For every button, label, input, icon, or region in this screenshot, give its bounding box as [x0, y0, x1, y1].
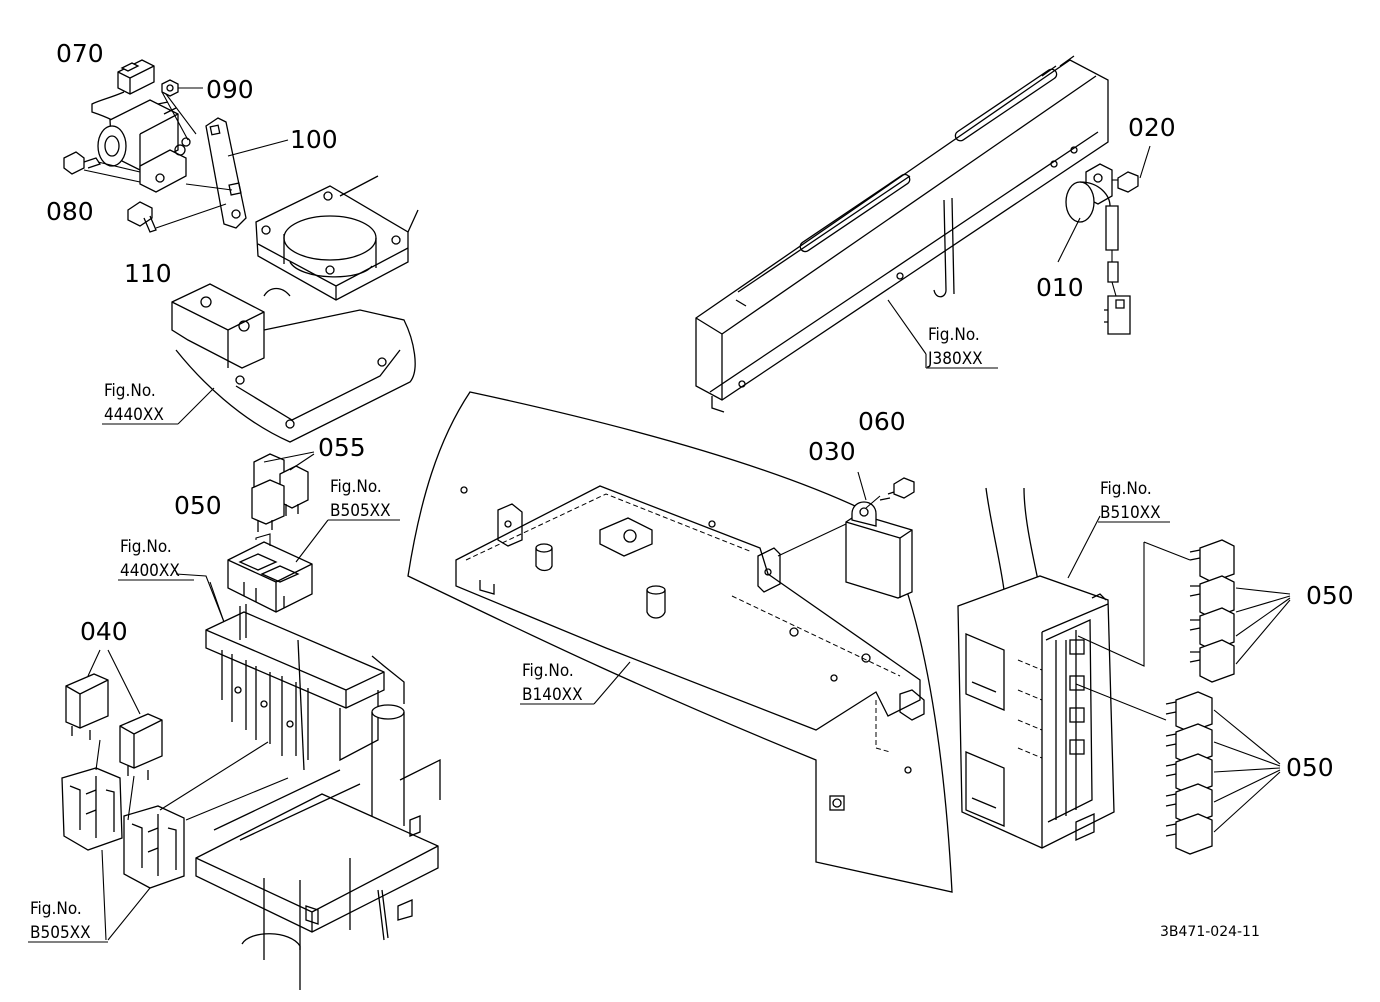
mounting-panel: [407, 391, 953, 893]
part-label-010: 010: [1036, 273, 1084, 302]
part-label-020: 020: [1128, 113, 1176, 142]
part-label-090: 090: [206, 75, 254, 104]
relay-box: [957, 487, 1115, 849]
part-label-055: 055: [318, 433, 366, 462]
part-label-070: 070: [56, 39, 104, 68]
part-label-030: 030: [808, 437, 856, 466]
fig-ref-code: B510XX: [1100, 503, 1161, 523]
sensor-with-cable: [1057, 145, 1151, 335]
fig-ref-prefix: Fig.No.: [120, 537, 172, 557]
part-labels: 070 090 100 080 110 020 010 055 050 060 …: [46, 39, 1354, 782]
fig-ref-b505xx-top: Fig.No. B505XX: [328, 477, 400, 521]
fig-ref-prefix: Fig.No.: [104, 381, 156, 401]
fig-ref-code: J380XX: [927, 349, 983, 369]
flasher-unit: [777, 471, 915, 599]
fig-ref-prefix: Fig.No.: [30, 899, 82, 919]
fig-ref-prefix: Fig.No.: [522, 661, 574, 681]
relay-stack-upper: [1077, 539, 1291, 683]
fig-ref-code: 4440XX: [104, 405, 164, 425]
part-label-110: 110: [124, 259, 172, 288]
drawing-code: 3B471-024-11: [1160, 924, 1260, 940]
part-label-080: 080: [46, 197, 94, 226]
fig-ref-b505xx-bottom: Fig.No. B505XX: [28, 899, 108, 943]
fig-ref-prefix: Fig.No.: [928, 325, 980, 345]
part-label-040: 040: [80, 617, 128, 646]
fig-ref-code: B505XX: [30, 923, 91, 943]
fig-ref-code: B505XX: [330, 501, 391, 521]
fig-ref-prefix: Fig.No.: [330, 477, 382, 497]
relay-stack-lower: [1075, 683, 1281, 855]
solenoid-assembly: [63, 59, 289, 233]
part-label-050-lower: 050: [1286, 753, 1334, 782]
fig-ref-code: 4400XX: [120, 561, 180, 581]
fig-ref-4400xx: Fig.No. 4400XX: [118, 537, 194, 581]
part-label-050-upper: 050: [1306, 581, 1354, 610]
fig-ref-b140xx: Fig.No. B140XX: [520, 661, 594, 705]
part-label-100: 100: [290, 125, 338, 154]
relays-040: [61, 649, 289, 941]
housing-block: [171, 175, 419, 443]
fig-ref-prefix: Fig.No.: [1100, 479, 1152, 499]
fig-ref-b510xx: Fig.No. B510XX: [1098, 479, 1170, 523]
relay-frame: [195, 581, 441, 990]
part-label-060: 060: [858, 407, 906, 436]
part-label-050-socket: 050: [174, 491, 222, 520]
figure-references: Fig.No. 4440XX Fig.No. J380XX Fig.No. B5…: [28, 325, 1170, 943]
fig-ref-code: B140XX: [522, 685, 583, 705]
relay-socket-assembly: [227, 451, 329, 613]
channel-bracket: [695, 55, 1109, 413]
fig-ref-j380xx: Fig.No. J380XX: [925, 325, 998, 369]
fig-ref-4440xx: Fig.No. 4440XX: [102, 381, 178, 425]
leader-lines: [175, 299, 927, 705]
